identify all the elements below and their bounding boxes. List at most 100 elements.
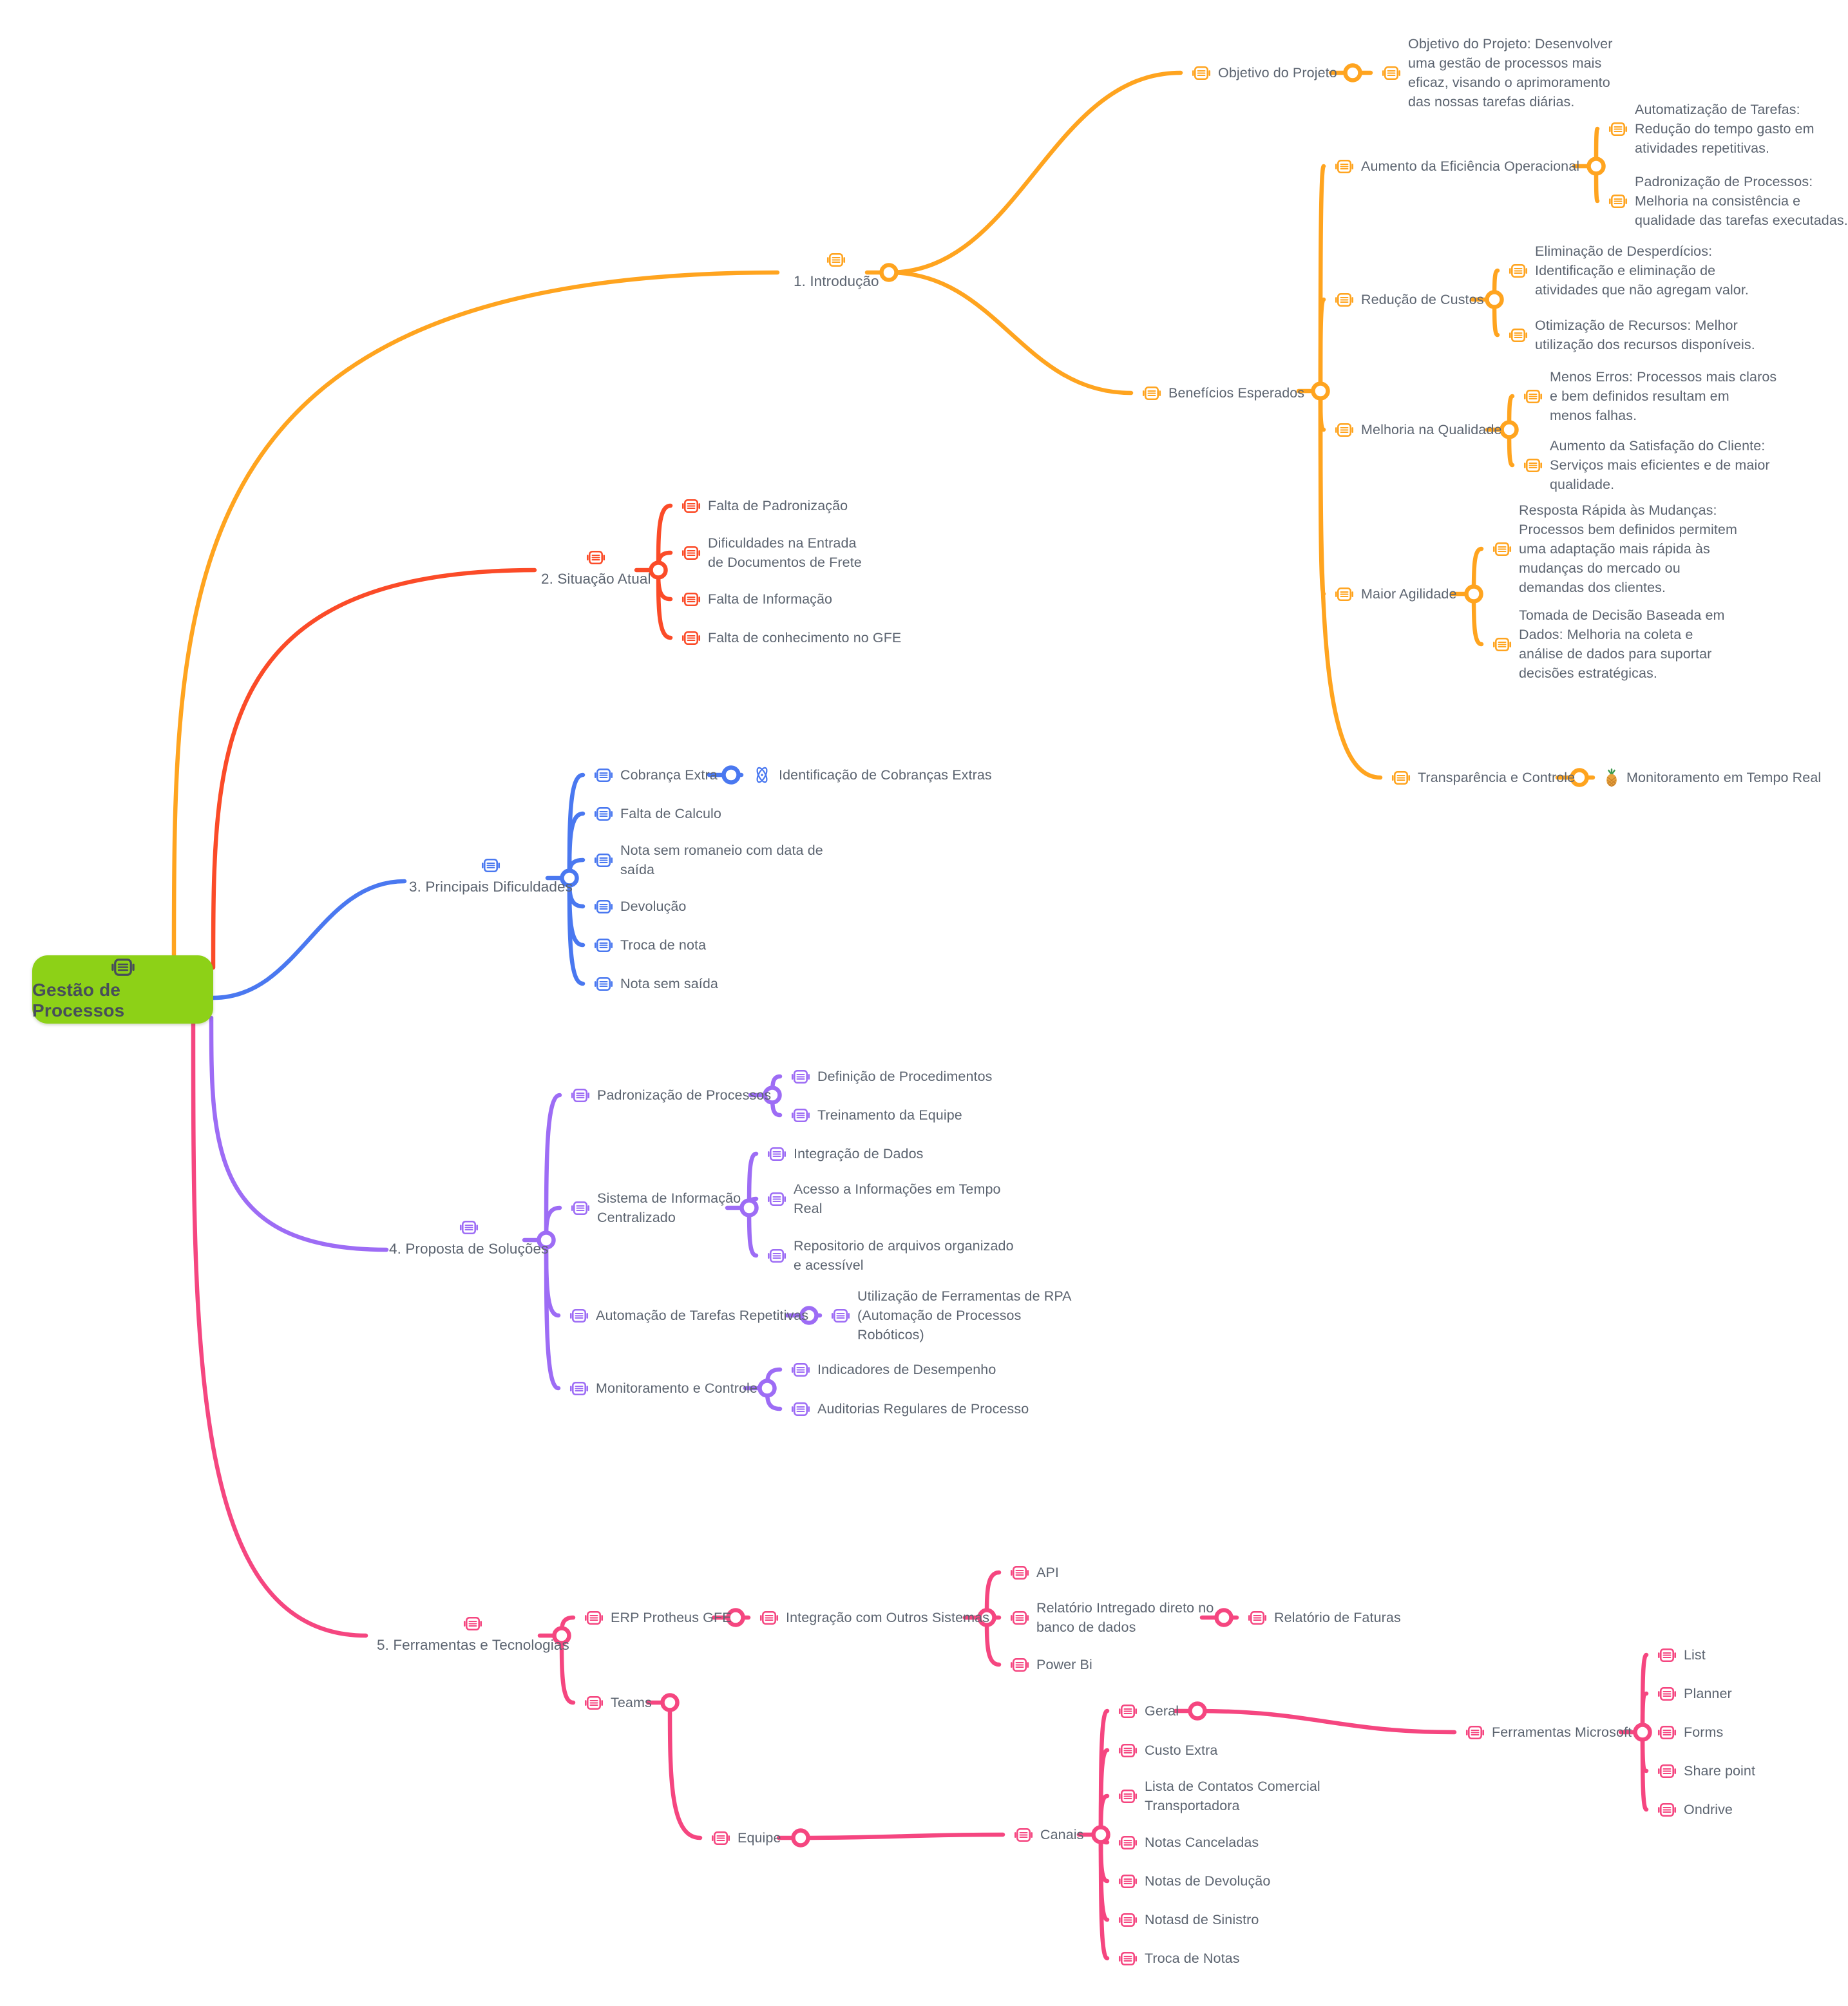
node-ferramentas[interactable]: 5. Ferramentas e Tecnologias [377,1616,569,1655]
node-devolucao[interactable]: Devolução [594,897,687,916]
node-agil-d2[interactable]: Tomada de Decisão Baseada em Dados: Melh… [1492,606,1725,683]
node-autom[interactable]: Automação de Tarefas Repetitivas [569,1306,808,1325]
node-qual-d2[interactable]: Aumento da Satisfação do Cliente: Serviç… [1523,436,1770,494]
connector-toggle[interactable] [791,1828,810,1848]
node-nota-rom[interactable]: Nota sem romaneio com data de saída [594,841,823,879]
node-ferr-ms[interactable]: Ferramentas Microsoft [1465,1723,1632,1742]
node-monit-ctrl[interactable]: Monitoramento e Controle [569,1379,757,1398]
node-notas-sin[interactable]: Notasd de Sinistro [1118,1910,1259,1929]
connector-toggle[interactable] [977,1608,996,1627]
node-trein[interactable]: Treinamento da Equipe [791,1105,962,1125]
node-lista-cont[interactable]: Lista de Contatos Comercial Transportado… [1118,1777,1320,1815]
node-qual-d1[interactable]: Menos Erros: Processos mais claros e bem… [1523,367,1777,425]
node-padr-proc[interactable]: Padronização de Processos [571,1085,771,1105]
connector-toggle[interactable] [1188,1701,1207,1721]
node-beneficios[interactable]: Benefícios Esperados [1142,383,1304,403]
node-acesso-info[interactable]: Acesso a Informações em Tempo Real [767,1180,1001,1218]
connector-toggle[interactable] [660,1693,680,1712]
node-transp[interactable]: Transparência e Controle [1391,768,1575,787]
node-custos[interactable]: Redução de Custos [1335,290,1484,309]
connector-toggle[interactable] [1091,1825,1110,1844]
connector-toggle[interactable] [799,1306,819,1325]
node-falta-info[interactable]: Falta de Informação [681,589,832,609]
node-rel-bd[interactable]: Relatório Intregado direto no banco de d… [1010,1598,1214,1637]
connector-toggle[interactable] [763,1085,782,1105]
connector-toggle[interactable] [757,1379,777,1398]
connector-toggle[interactable] [1633,1723,1652,1742]
node-proposta[interactable]: 4. Proposta de Soluções [389,1220,548,1259]
node-powerbi[interactable]: Power Bi [1010,1655,1092,1674]
node-integr-sist[interactable]: Integração com Outros Sistemas [759,1608,989,1627]
node-falta-gfe[interactable]: Falta de conhecimento no GFE [681,628,901,647]
connector-toggle[interactable] [1214,1608,1234,1627]
card-icon [1142,386,1161,401]
connector-toggle[interactable] [1570,768,1589,787]
node-troca-nota[interactable]: Troca de nota [594,935,706,955]
node-canais[interactable]: Canais [1014,1825,1084,1844]
node-sic[interactable]: Sistema de Informação Centralizado [571,1189,741,1227]
node-custos-d1[interactable]: Eliminação de Desperdícios: Identificaçã… [1509,242,1749,300]
connector-toggle[interactable] [552,1626,571,1645]
root-node-gestao-de-processos[interactable]: Gestão de Processos [32,955,213,1024]
node-notas-canc[interactable]: Notas Canceladas [1118,1833,1259,1852]
node-ident-cobr[interactable]: Identificação de Cobranças Extras [752,765,992,785]
node-intro[interactable]: 1. Introdução [794,253,879,291]
node-falta-padr[interactable]: Falta de Padronização [681,496,848,515]
node-custos-d2[interactable]: Otimização de Recursos: Melhor utilizaçã… [1509,316,1755,354]
node-label: 4. Proposta de Soluções [389,1241,549,1257]
connector-toggle[interactable] [1464,584,1483,604]
connector-toggle[interactable] [1500,420,1519,439]
connector-toggle[interactable] [739,1198,759,1218]
node-indicadores[interactable]: Indicadores de Desempenho [791,1360,996,1379]
node-agil-d1[interactable]: Resposta Rápida às Mudanças: Processos b… [1492,501,1737,597]
node-ms-list[interactable]: List [1657,1645,1706,1665]
node-def-proc[interactable]: Definição de Procedimentos [791,1067,993,1086]
node-api[interactable]: API [1010,1563,1059,1582]
node-ms-ondrive[interactable]: Ondrive [1657,1800,1733,1819]
node-equipe[interactable]: Equipe [711,1828,781,1848]
node-objetivo[interactable]: Objetivo do Projeto [1192,63,1337,82]
node-label: Acesso a Informações em Tempo Real [794,1181,1001,1216]
node-efic-d1[interactable]: Automatização de Tarefas: Redução do tem… [1608,100,1815,158]
connector-toggle[interactable] [721,765,741,785]
node-monit-rt[interactable]: Monitoramento em Tempo Real [1604,768,1821,787]
node-repo[interactable]: Repositorio de arquivos organizado e ace… [767,1236,1014,1275]
connector-toggle[interactable] [879,263,899,282]
node-autom-desc[interactable]: Utilização de Ferramentas de RPA (Automa… [831,1286,1072,1344]
node-nota-saida[interactable]: Nota sem saída [594,974,718,993]
node-efic-d2[interactable]: Padronização de Processos: Melhoria na c… [1608,172,1848,230]
node-ms-forms[interactable]: Forms [1657,1723,1723,1742]
connector-toggle[interactable] [1485,290,1504,309]
connector-toggle[interactable] [1586,157,1606,176]
node-dificuldades[interactable]: 3. Principais Dificuldades [409,858,573,897]
node-integr-dados[interactable]: Integração de Dados [767,1144,924,1163]
node-custo-extra[interactable]: Custo Extra [1118,1741,1217,1760]
node-auditorias[interactable]: Auditorias Regulares de Processo [791,1399,1029,1419]
node-falta-calc[interactable]: Falta de Calculo [594,804,721,823]
node-troca-notas[interactable]: Troca de Notas [1118,1949,1240,1968]
node-label: Definição de Procedimentos [817,1069,993,1084]
connector-toggle[interactable] [726,1608,745,1627]
node-dif-entrada[interactable]: Dificuldades na Entrada de Documentos de… [681,533,862,572]
node-qualidade[interactable]: Melhoria na Qualidade [1335,420,1501,439]
connector-toggle[interactable] [537,1230,556,1250]
node-cobranca[interactable]: Cobrança Extra [594,765,718,785]
node-teams[interactable]: Teams [584,1693,652,1712]
connector-toggle[interactable] [1311,381,1330,401]
node-situacao[interactable]: 2. Situação Atual [541,550,651,589]
node-geral[interactable]: Geral [1118,1701,1179,1721]
node-erp[interactable]: ERP Protheus GFE [584,1608,732,1627]
node-rel-faturas[interactable]: Relatório de Faturas [1248,1608,1401,1627]
node-ms-share[interactable]: Share point [1657,1761,1755,1781]
node-notas-dev[interactable]: Notas de Devolução [1118,1871,1270,1891]
node-efic[interactable]: Aumento da Eficiência Operacional [1335,157,1579,176]
connector-toggle[interactable] [649,560,668,580]
node-agilidade[interactable]: Maior Agilidade [1335,584,1457,604]
connector-toggle[interactable] [1343,63,1362,82]
card-icon [681,499,701,513]
node-label: 2. Situação Atual [541,571,651,587]
node-ms-planner[interactable]: Planner [1657,1684,1732,1703]
node-objetivo-desc[interactable]: Objetivo do Projeto: Desenvolver uma ges… [1382,34,1613,111]
connector-toggle[interactable] [560,868,579,888]
